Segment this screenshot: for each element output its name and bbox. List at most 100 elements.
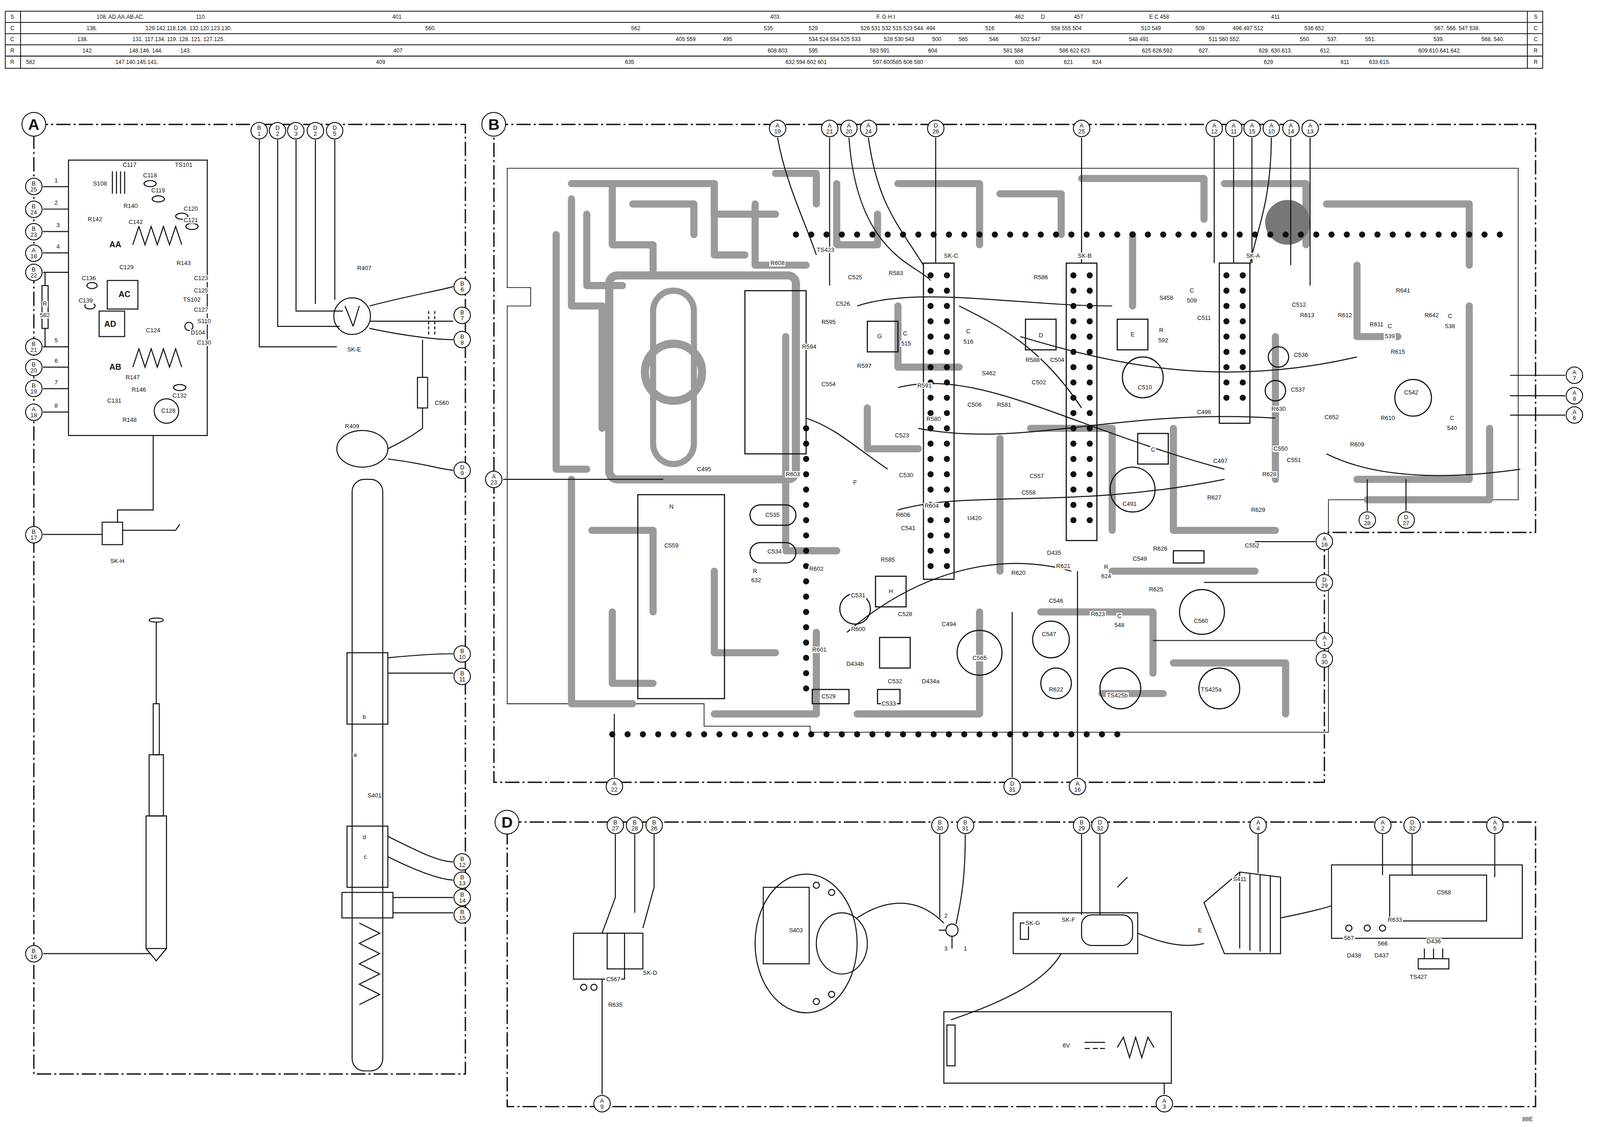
part-label: S110 bbox=[196, 318, 212, 325]
connector-code: 1 bbox=[257, 130, 261, 137]
table-cell: 625 626.592 bbox=[1141, 48, 1174, 54]
connector-code: 21 bbox=[30, 346, 37, 353]
connector-code: 15 bbox=[1248, 128, 1256, 135]
connector-circle: B30 bbox=[931, 816, 949, 835]
part-label: C551 bbox=[1285, 457, 1302, 464]
table-cell: 138. bbox=[76, 36, 89, 43]
connector-circle: D2 bbox=[306, 122, 325, 140]
part-label: 582 bbox=[38, 312, 51, 319]
connector-code: 23 bbox=[30, 231, 37, 238]
part-label: 624 bbox=[1100, 573, 1113, 580]
part-label: C121 bbox=[182, 217, 199, 224]
connector-code: D bbox=[1010, 780, 1015, 787]
part-label: R609 bbox=[1349, 441, 1366, 448]
connector-code: B bbox=[31, 528, 36, 535]
part-label: C495 bbox=[696, 466, 713, 473]
part-label: C560 bbox=[433, 400, 450, 407]
part-label: R626 bbox=[1152, 545, 1168, 553]
table-cell: 621 bbox=[1062, 59, 1074, 66]
connector-circle: A22 bbox=[605, 778, 624, 796]
part-label: R612 bbox=[1336, 312, 1353, 319]
part-label: C bbox=[1446, 313, 1453, 320]
connector-code: A bbox=[1269, 122, 1274, 129]
table-cell: F. G H I bbox=[875, 14, 896, 21]
table-cell: 502 547 bbox=[1019, 36, 1042, 43]
connector-code: A bbox=[1288, 122, 1293, 129]
part-label: C542 bbox=[1403, 389, 1420, 396]
connector-code: B bbox=[460, 670, 465, 677]
part-label: AC bbox=[117, 290, 132, 300]
table-cell: 403. bbox=[769, 14, 782, 21]
part-label: 7 bbox=[53, 379, 59, 386]
connector-code: B bbox=[31, 266, 36, 273]
connector-code: 28 bbox=[1364, 520, 1371, 527]
part-label: C506 bbox=[966, 401, 983, 409]
part-label: C118 bbox=[142, 172, 158, 179]
connector-code: 14 bbox=[1287, 128, 1294, 135]
table-cell: R bbox=[1532, 48, 1539, 54]
part-label: 4 bbox=[55, 243, 61, 251]
table-cell: 539. bbox=[1432, 36, 1446, 43]
part-label: R627 bbox=[1206, 494, 1223, 502]
connector-code: B bbox=[1079, 819, 1084, 826]
table-cell: 462 bbox=[1013, 14, 1025, 21]
connector-code: A bbox=[1231, 122, 1236, 129]
part-label: C547 bbox=[1040, 631, 1057, 638]
part-label: TS102 bbox=[181, 296, 202, 304]
table-cell: 628. 630.613. bbox=[1257, 48, 1293, 54]
connector-code: 5 bbox=[1493, 825, 1497, 832]
part-label: C139 bbox=[77, 297, 94, 304]
table-cell: 629 bbox=[1263, 59, 1275, 66]
part-label: R630 bbox=[1270, 405, 1287, 413]
part-label: E bbox=[1197, 927, 1204, 934]
connector-circle: A18 bbox=[25, 403, 43, 422]
connector-code: B bbox=[460, 909, 465, 916]
connector-circle: B22 bbox=[25, 263, 43, 282]
table-cell: 632 594 602 601 bbox=[784, 59, 828, 66]
connector-circle: B7 bbox=[453, 306, 471, 325]
part-label: R595 bbox=[820, 319, 837, 326]
connector-code: 11 bbox=[458, 676, 466, 683]
connector-circle: D5 bbox=[325, 122, 344, 140]
table-cell: 510 549 bbox=[1140, 25, 1162, 32]
part-label: C511 bbox=[1196, 314, 1212, 322]
connector-code: 30 bbox=[936, 825, 944, 832]
part-label: C560 bbox=[1193, 618, 1210, 625]
table-cell: 595 bbox=[807, 48, 819, 54]
table-cell: 511 560 552. bbox=[1207, 36, 1242, 43]
connector-circle: D3 bbox=[287, 122, 305, 140]
table-cell: 535 bbox=[762, 25, 774, 32]
connector-circle: A19 bbox=[768, 119, 787, 138]
connector-code: A bbox=[491, 473, 496, 480]
connector-circle: A4 bbox=[1249, 816, 1267, 835]
part-label: SK-E bbox=[346, 346, 362, 353]
part-label: c bbox=[362, 853, 368, 861]
connector-code: 27 bbox=[1402, 520, 1410, 527]
table-cell: 131. 117.134. 119. 128. 121. 127.125. bbox=[131, 36, 226, 43]
connector-code: 26 bbox=[650, 825, 658, 832]
connector-code: A bbox=[775, 122, 780, 129]
connector-circle: A21 bbox=[821, 119, 839, 138]
connector-code: 21 bbox=[826, 128, 833, 135]
connector-code: B bbox=[257, 124, 262, 131]
connector-code: D bbox=[293, 124, 299, 131]
table-cell: 136. bbox=[85, 25, 98, 32]
part-label: R601 bbox=[811, 646, 828, 654]
panel-region: AB25B24B23A18B22B21B20B19A18B17B16B1D2D3… bbox=[33, 124, 466, 1075]
connector-code: B bbox=[460, 309, 465, 316]
connector-code: 20 bbox=[30, 367, 37, 374]
part-label: C554 bbox=[820, 381, 837, 388]
part-label: C652 bbox=[1323, 414, 1340, 421]
connector-circle: B29 bbox=[1072, 816, 1091, 835]
connector-code: A bbox=[1212, 122, 1217, 129]
connector-circle: D9 bbox=[453, 461, 471, 480]
connector-circle: B11 bbox=[453, 667, 471, 686]
table-cell: 142. bbox=[81, 48, 94, 54]
table-cell: C bbox=[1532, 25, 1539, 32]
connector-circle: D30 bbox=[1315, 650, 1334, 668]
table-cell: 108. AD.AA.AB.AC. bbox=[95, 14, 146, 21]
part-label: C136 bbox=[80, 275, 97, 282]
table-cell: S bbox=[1532, 14, 1539, 21]
part-label: D434b bbox=[845, 661, 865, 668]
table-cell: 612. bbox=[1319, 48, 1332, 54]
